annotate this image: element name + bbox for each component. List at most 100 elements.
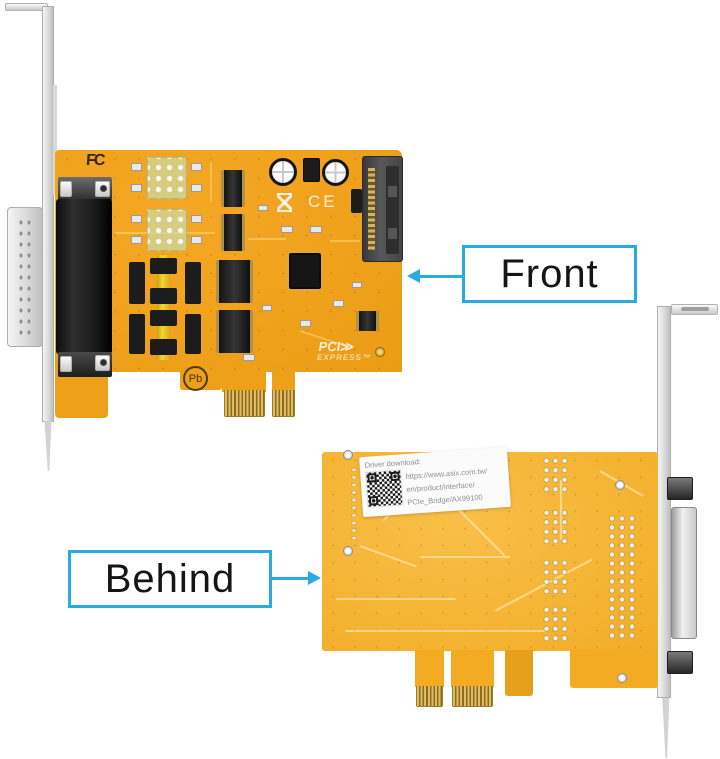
trace-line bbox=[336, 598, 456, 600]
db25-screw bbox=[100, 359, 107, 366]
smd-component bbox=[191, 184, 202, 192]
smd-component bbox=[191, 163, 202, 171]
soic-ic bbox=[221, 170, 245, 207]
smd-component bbox=[281, 226, 293, 233]
db25-screw-bracket bbox=[60, 356, 72, 372]
db25-pin-contacts bbox=[17, 217, 33, 337]
smd-component bbox=[131, 215, 142, 223]
front-arrow-head bbox=[407, 269, 420, 283]
sticker-url: https://www.asix.com.tw/ en/product/inte… bbox=[405, 464, 489, 509]
ce-mark: CE bbox=[308, 192, 338, 211]
back-pcb-tab-small bbox=[505, 650, 533, 696]
solder-pad-grid bbox=[542, 508, 569, 546]
trace-line bbox=[248, 238, 286, 240]
jumper-cap bbox=[150, 258, 177, 274]
solder-pad-grid bbox=[542, 558, 569, 596]
smd-component bbox=[352, 282, 362, 288]
smd-component bbox=[131, 163, 142, 171]
rivet bbox=[617, 673, 627, 683]
smd-component bbox=[300, 320, 311, 327]
eeprom-ic bbox=[356, 311, 379, 331]
front-bracket-strip bbox=[42, 6, 54, 422]
back-gold-fingers-7pin bbox=[416, 686, 443, 707]
trace-line bbox=[330, 240, 360, 242]
front-arrow-line bbox=[419, 275, 463, 278]
front-callout-label: Front bbox=[500, 251, 599, 296]
header-pad-array bbox=[147, 157, 187, 199]
smd-ic bbox=[351, 189, 362, 213]
test-point bbox=[375, 347, 385, 357]
weee-hourglass-icon bbox=[277, 193, 292, 212]
jumper-header bbox=[129, 314, 145, 354]
back-bracket-strip bbox=[657, 306, 671, 698]
back-edge-base-b bbox=[451, 650, 494, 687]
front-pcb-tab-left bbox=[55, 370, 108, 418]
db25-solder-pad-field bbox=[607, 514, 639, 640]
jumper-cap bbox=[150, 339, 177, 355]
solder-pad-grid bbox=[542, 456, 569, 494]
db25-rear-shell bbox=[671, 507, 697, 639]
qr-code bbox=[365, 469, 404, 508]
front-gold-fingers-7pin bbox=[272, 390, 295, 417]
capacitor bbox=[269, 158, 297, 186]
pb-free-mark: Pb bbox=[183, 366, 208, 391]
sticker-body: https://www.asix.com.tw/ en/product/inte… bbox=[365, 462, 505, 512]
smd-component bbox=[191, 236, 202, 244]
smd-component bbox=[131, 184, 142, 192]
smd-component bbox=[131, 236, 142, 244]
front-bracket-tail bbox=[44, 421, 52, 471]
sata-slot-notch bbox=[388, 228, 397, 239]
behind-arrow-head bbox=[308, 571, 321, 585]
jumper-header bbox=[129, 262, 145, 304]
back-card-assembly: Driver download: https://www.asix.com.tw… bbox=[300, 280, 720, 759]
trace-line bbox=[420, 556, 510, 558]
smd-component bbox=[191, 215, 202, 223]
rivet bbox=[615, 480, 625, 490]
qr-finder-pattern bbox=[367, 473, 377, 483]
sata-connector-slot bbox=[386, 166, 399, 254]
front-edge-base-a bbox=[222, 370, 266, 392]
db25-screw bbox=[100, 185, 107, 192]
front-callout-box: Front bbox=[462, 245, 637, 303]
sata-solder-row bbox=[348, 466, 360, 542]
rivet bbox=[343, 546, 353, 556]
qr-finder-pattern bbox=[390, 471, 400, 482]
main-controller-chip bbox=[289, 253, 321, 289]
trace-line bbox=[210, 162, 212, 202]
fcc-logo: FC bbox=[85, 152, 104, 169]
jumper-cap bbox=[150, 288, 177, 304]
driver-download-sticker: Driver download: https://www.asix.com.tw… bbox=[359, 446, 511, 518]
smd-component bbox=[243, 354, 255, 361]
back-bracket-hook-slot bbox=[681, 307, 709, 311]
db25-screw-bracket bbox=[60, 181, 72, 197]
soic-ic bbox=[216, 260, 253, 303]
back-bracket-tail bbox=[662, 698, 670, 758]
smd-component bbox=[262, 305, 272, 311]
db25-jackscrew-bottom bbox=[667, 651, 693, 674]
header-pad-array bbox=[147, 209, 187, 251]
back-gold-fingers-11pin bbox=[452, 686, 493, 707]
trace-line bbox=[345, 630, 545, 632]
back-edge-base-a bbox=[415, 650, 444, 687]
rivet bbox=[343, 450, 353, 460]
front-card-assembly: FC CE PCI≫ EXPRESS™ Pb bbox=[5, 3, 403, 471]
inductor bbox=[303, 158, 320, 182]
behind-arrow-line bbox=[271, 577, 309, 580]
smd-component bbox=[258, 205, 268, 211]
solder-pad-grid bbox=[542, 605, 569, 643]
qr-finder-pattern bbox=[368, 496, 379, 506]
sata-slot-notch bbox=[388, 186, 397, 197]
front-gold-fingers-11pin bbox=[224, 390, 265, 417]
smd-component bbox=[310, 226, 322, 233]
jumper-header bbox=[185, 262, 201, 304]
sata-connector-pins bbox=[368, 168, 375, 250]
back-pcb-tab-right bbox=[570, 650, 658, 688]
front-edge-base-b bbox=[272, 370, 295, 392]
soic-ic bbox=[216, 310, 253, 353]
behind-callout-label: Behind bbox=[104, 556, 236, 601]
db25-body bbox=[56, 199, 112, 354]
front-bracket-flange bbox=[53, 85, 57, 195]
jumper-header bbox=[185, 314, 201, 354]
behind-callout-box: Behind bbox=[68, 550, 272, 608]
